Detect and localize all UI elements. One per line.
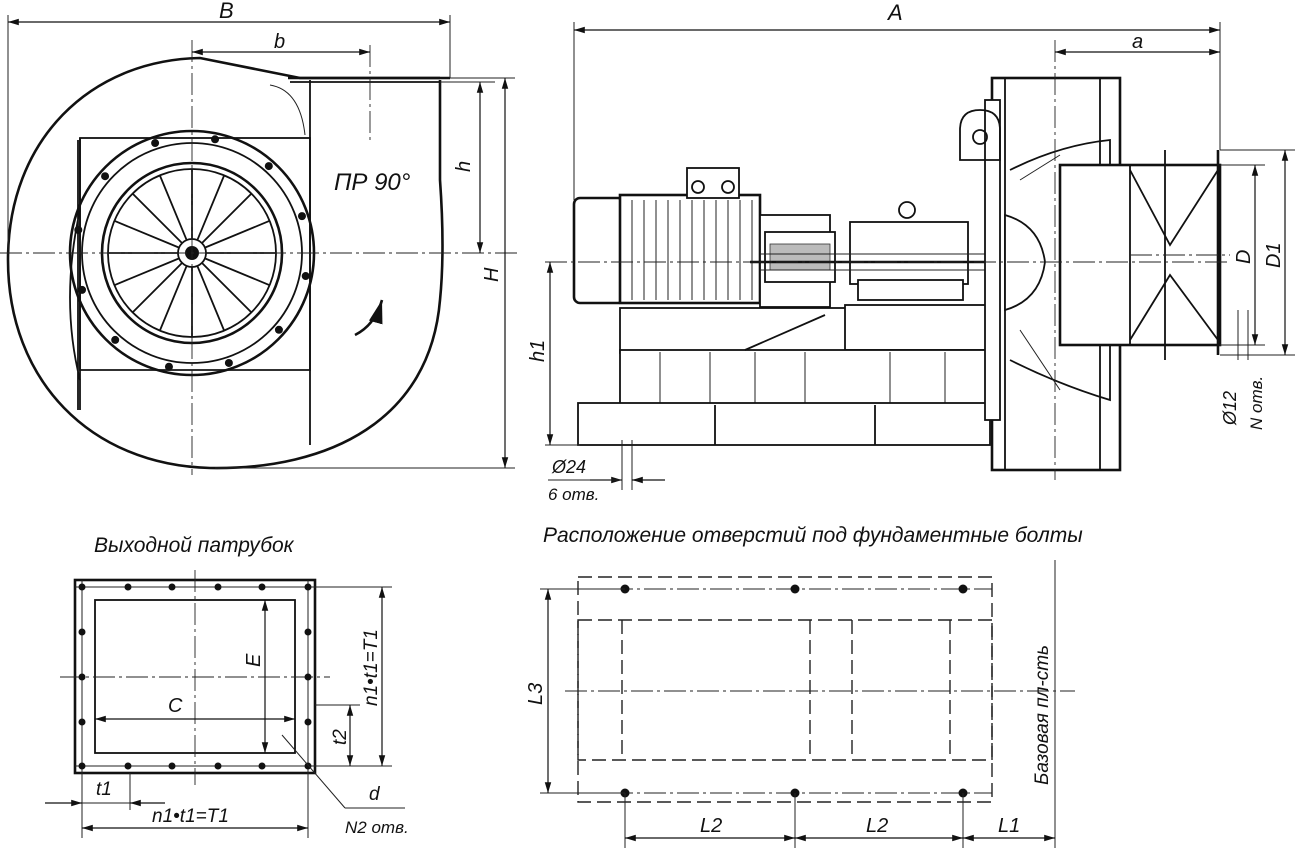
flange-hole bbox=[168, 762, 176, 770]
dim-H-label: H bbox=[481, 267, 503, 282]
impeller-blade bbox=[131, 192, 183, 244]
foundation-layout-view: Расположение отверстий под фундаментные … bbox=[525, 524, 1083, 848]
fan-front-view: B b h H ПР 90° bbox=[0, 0, 520, 475]
flange-hole bbox=[124, 583, 132, 591]
outlet-hole-count: N2 отв. bbox=[345, 818, 409, 837]
flange-hole bbox=[78, 583, 86, 591]
flange-hole bbox=[304, 673, 312, 681]
impeller-blade bbox=[159, 175, 188, 241]
base-plane-label: Базовая пл-сть bbox=[1032, 645, 1053, 785]
flange-hole bbox=[258, 583, 266, 591]
ring-bolt bbox=[164, 362, 173, 371]
ring-bolt bbox=[264, 162, 273, 171]
dim-n1t1-side-label: n1•t1=T1 bbox=[361, 629, 382, 706]
foundation-title: Расположение отверстий под фундаментные … bbox=[543, 524, 1083, 547]
impeller-blade bbox=[204, 220, 270, 249]
flange-hole bbox=[78, 718, 86, 726]
dim-b-label: b bbox=[274, 31, 285, 53]
ring-bolt bbox=[111, 335, 120, 344]
flange-hole bbox=[214, 583, 222, 591]
dim-A-label: A bbox=[886, 0, 903, 25]
ring-bolt bbox=[78, 285, 87, 294]
fan-side-view: A a h1 D D1 Ø24 6 отв. Ø12 N отв. bbox=[527, 0, 1295, 504]
dim-h-label: h bbox=[453, 161, 475, 172]
impeller-blade bbox=[204, 257, 270, 286]
ring-bolt bbox=[101, 172, 110, 181]
ring-bolt bbox=[301, 272, 310, 281]
impeller-blade bbox=[114, 257, 180, 286]
impeller-blade bbox=[159, 265, 188, 331]
dim-h1-label: h1 bbox=[527, 340, 549, 362]
impeller-blade bbox=[196, 265, 225, 331]
flange-hole bbox=[78, 673, 86, 681]
dim-d-label: d bbox=[369, 784, 381, 805]
rotation-label: ПР 90° bbox=[334, 169, 411, 196]
impeller-blade bbox=[201, 262, 253, 314]
ring-bolt bbox=[211, 135, 220, 144]
flange-hole bbox=[304, 583, 312, 591]
base-hole-diameter: Ø24 bbox=[551, 457, 586, 477]
foundation-hole bbox=[790, 584, 800, 594]
foundation-hole bbox=[958, 584, 968, 594]
flange-hole-diameter: Ø12 bbox=[1220, 391, 1240, 426]
flange-hole bbox=[258, 762, 266, 770]
impeller-blade bbox=[201, 192, 253, 244]
dim-B-label: B bbox=[219, 0, 234, 23]
outlet-title: Выходной патрубок bbox=[94, 534, 295, 557]
flange-hole bbox=[78, 628, 86, 636]
flange-hole bbox=[168, 583, 176, 591]
dim-t2-label: t2 bbox=[330, 729, 351, 745]
dim-n1t1-bottom-label: n1•t1=T1 bbox=[152, 806, 229, 827]
flange-hole bbox=[304, 718, 312, 726]
outlet-flange-view: Выходной патрубок C E t2 n1•t1=T1 t1 n1•… bbox=[45, 534, 409, 838]
impeller-blade bbox=[131, 262, 183, 314]
flange-hole-count: N отв. bbox=[1247, 376, 1266, 430]
flange-hole bbox=[304, 628, 312, 636]
dim-t1-label: t1 bbox=[96, 779, 112, 800]
ring-bolt bbox=[297, 212, 306, 221]
impeller-blade bbox=[114, 220, 180, 249]
dim-D1-label: D1 bbox=[1263, 242, 1285, 268]
dim-C-label: C bbox=[168, 695, 183, 717]
impeller-blade bbox=[196, 175, 225, 241]
dim-L1-label: L1 bbox=[998, 815, 1020, 837]
dim-a-label: a bbox=[1132, 31, 1143, 53]
dim-L2-right-label: L2 bbox=[866, 815, 888, 837]
ring-bolt bbox=[151, 139, 160, 148]
base-hole-count: 6 отв. bbox=[548, 485, 599, 504]
dim-D-label: D bbox=[1233, 250, 1255, 264]
flange-hole bbox=[124, 762, 132, 770]
dim-L2-left-label: L2 bbox=[700, 815, 722, 837]
ring-bolt bbox=[274, 325, 283, 334]
dim-E-label: E bbox=[243, 653, 265, 667]
ring-bolt bbox=[74, 225, 83, 234]
dim-L3-label: L3 bbox=[525, 683, 547, 705]
flange-hole bbox=[78, 762, 86, 770]
ring-bolt bbox=[224, 358, 233, 367]
flange-hole bbox=[214, 762, 222, 770]
